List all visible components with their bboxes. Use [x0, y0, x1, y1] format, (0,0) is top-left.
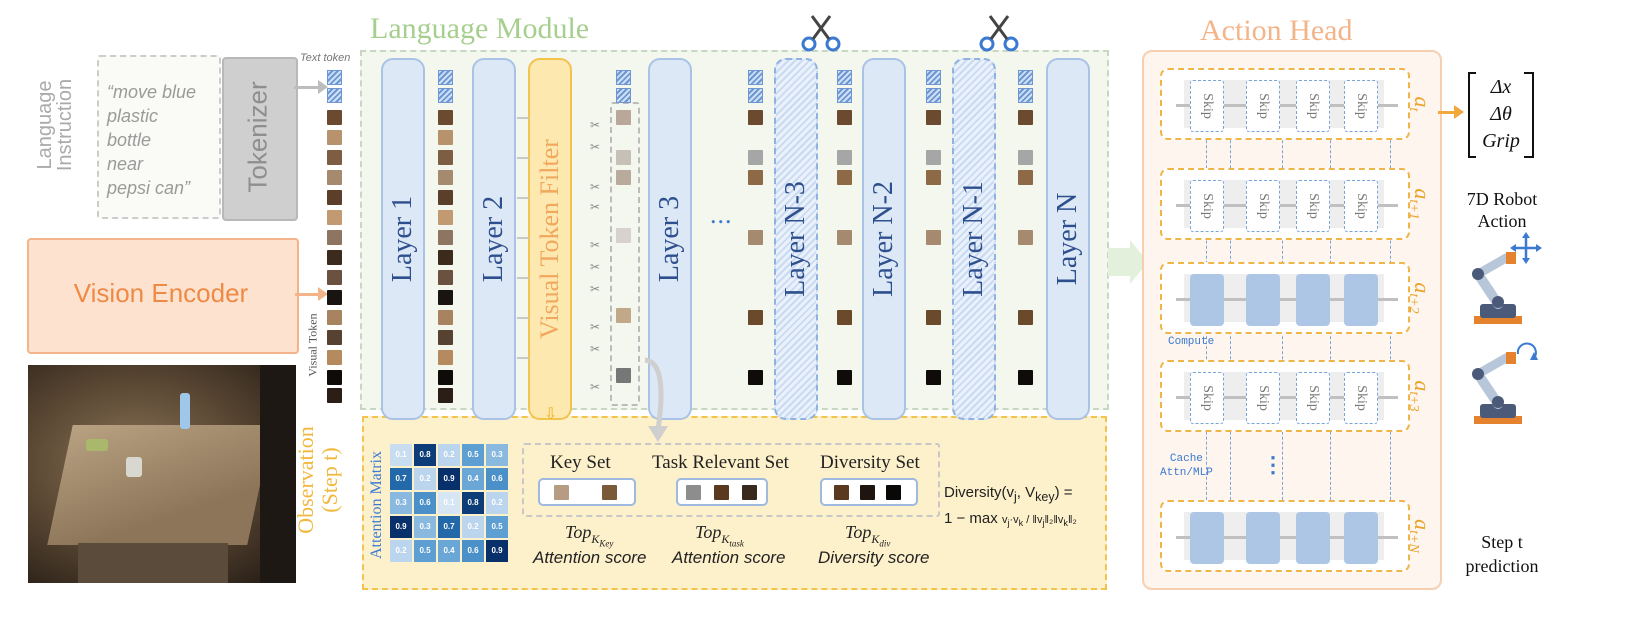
vision-encoder-label: Vision Encoder: [73, 278, 249, 308]
tokenizer-box: [222, 57, 298, 221]
scissors-icon: [979, 15, 1019, 52]
action-row-t2: [1160, 262, 1410, 334]
div-topk: TopKdiv: [845, 522, 891, 548]
sets-dashed-box: [522, 443, 940, 517]
language-module-title: Language Module: [370, 12, 590, 45]
key-score: Attention score: [533, 548, 647, 567]
observation-photo: [28, 365, 296, 583]
action-row-t: Skip Skip Skip Skip: [1160, 68, 1410, 140]
attention-matrix-label: Attention Matrix: [368, 451, 385, 559]
language-instruction-label: Language Instruction: [34, 78, 76, 172]
filter-to-sets-arrow: [644, 357, 668, 442]
layer-n: Layer N: [1046, 58, 1090, 420]
text-token-label: Text token: [300, 52, 351, 64]
diversity-set-box: [820, 478, 918, 506]
instruction-text: “move blue plastic bottle near pepsi can…: [107, 82, 197, 198]
key-set-label: Key Set: [550, 452, 611, 473]
scissors-icon: [801, 15, 841, 52]
filter-down-arrow: ⇩: [544, 406, 558, 423]
layer-3: Layer 3: [648, 58, 692, 420]
row-label-t3: at+3: [1405, 380, 1436, 412]
rows-ellipsis: ⋮: [1262, 452, 1284, 477]
vision-encoder-box: [27, 238, 299, 354]
action-row-t3: Skip Skip Skip Skip: [1160, 360, 1410, 432]
robot-arm-icon: [1472, 252, 1522, 324]
task-score: Attention score: [672, 548, 786, 567]
row-label-t2: at+2: [1405, 282, 1436, 314]
action-row-t1: Skip Skip Skip Skip: [1160, 168, 1410, 240]
diversity-formula: Diversity(vj, Vkey) = 1 − max vj·vk / ‖v…: [944, 484, 1077, 529]
key-topk: TopKKey: [565, 522, 614, 548]
instruction-box: [97, 55, 221, 219]
action-head-title: Action Head: [1200, 14, 1353, 47]
layer-n-3: Layer N-3: [774, 58, 818, 420]
task-topk: TopKtask: [695, 522, 744, 548]
tokenizer-label: Tokenizer: [242, 81, 273, 193]
row-label-t1: at+1: [1405, 188, 1436, 220]
row-label-t: at: [1405, 96, 1436, 112]
action-row-tn: [1160, 500, 1410, 572]
rotate-icon: [1516, 342, 1538, 360]
layer-1: Layer 1: [381, 58, 425, 420]
move-arrows-icon: [1510, 232, 1542, 264]
output-vector: [1468, 72, 1534, 158]
task-set-box: [676, 478, 768, 506]
layer-n-2: Layer N-2: [862, 58, 906, 420]
task-set-label: Task Relevant Set: [652, 452, 789, 473]
diversity-set-label: Diversity Set: [820, 452, 920, 473]
visual-token-filter: Visual Token Filter: [528, 58, 572, 420]
selected-tokens-box: [610, 102, 640, 406]
to-action-head-arrow: [1108, 248, 1132, 276]
robot-arm-icon: [1472, 352, 1522, 424]
observation-title: Observation(Step t): [293, 426, 342, 534]
output-arrow: [1438, 111, 1456, 114]
layer-n-1: Layer N-1: [952, 58, 996, 420]
div-score: Diversity score: [818, 548, 930, 567]
key-set-box: [538, 478, 636, 506]
row-label-tn: at+N: [1405, 519, 1436, 553]
compute-label: Compute: [1168, 336, 1215, 348]
layers-ellipsis: ...: [710, 200, 733, 229]
visual-token-label: Visual Token: [305, 313, 320, 377]
attention-matrix: 0.1 0.8 0.2 0.5 0.3 0.7 0.2 0.9 0.4 0.6 …: [390, 444, 512, 566]
layer-2: Layer 2: [472, 58, 516, 420]
